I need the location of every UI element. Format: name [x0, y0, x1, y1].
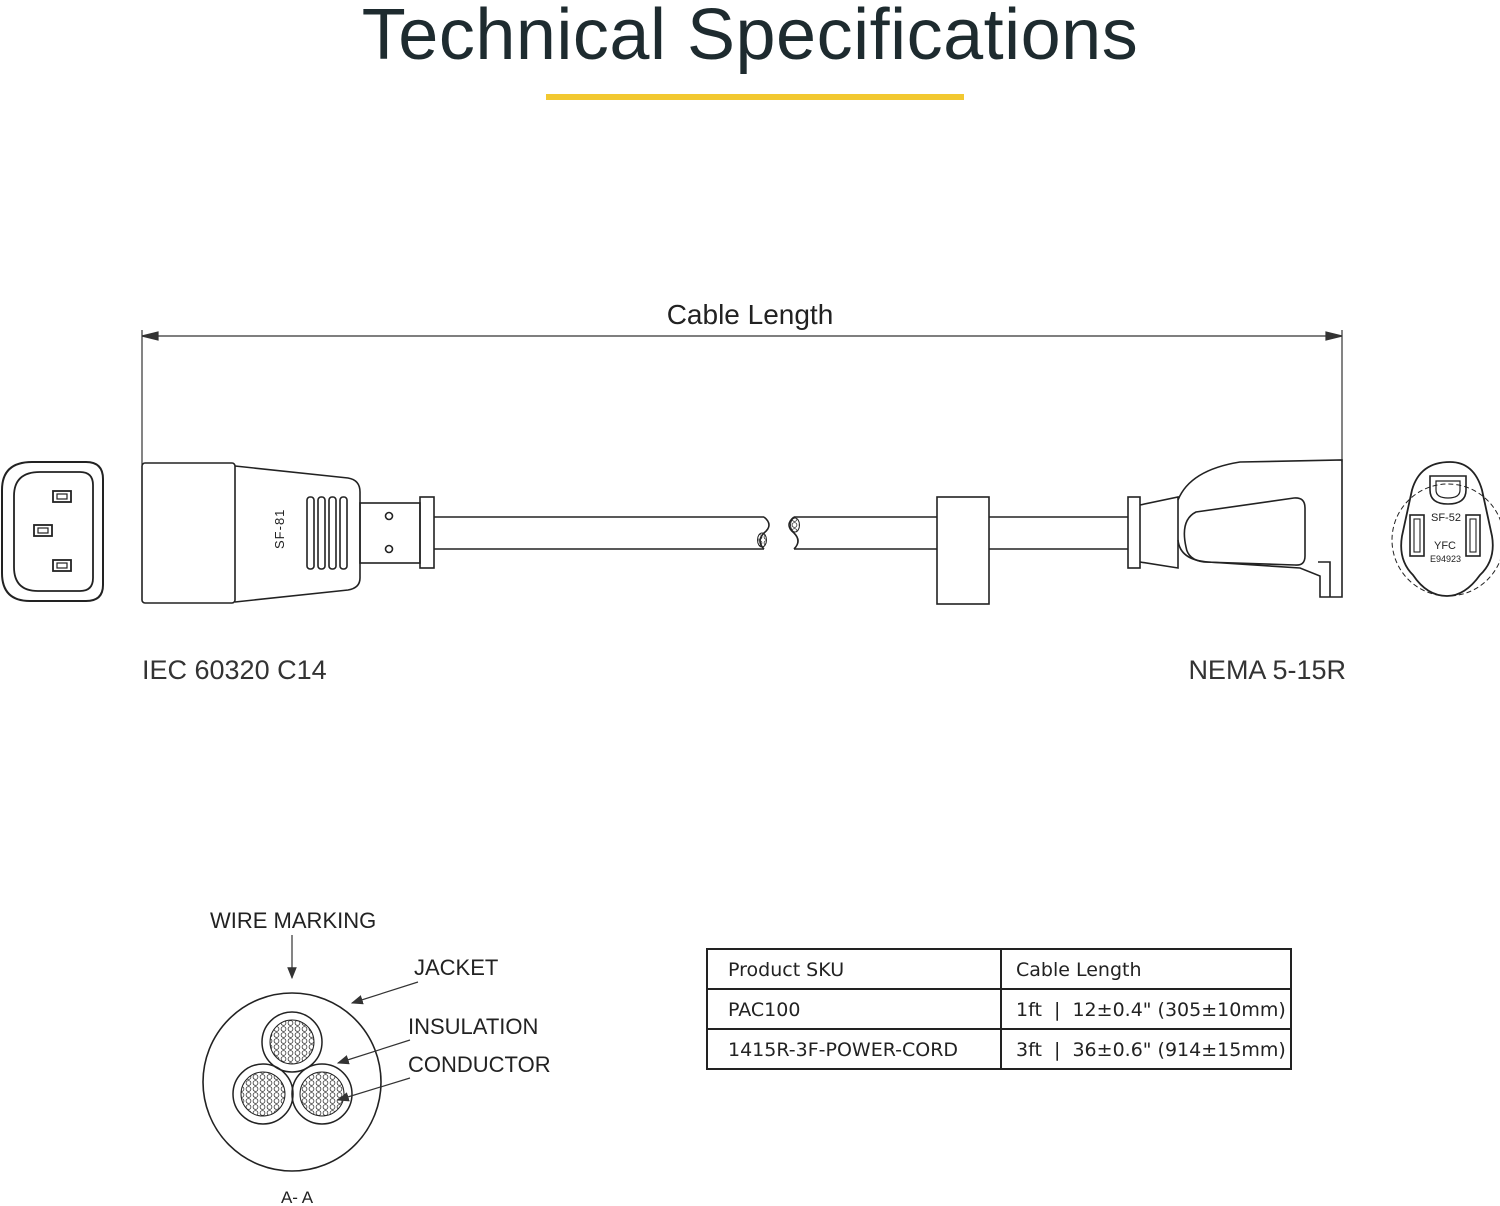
table-cell-length: 1ft | 12±0.4" (305±10mm): [1000, 988, 1292, 1030]
left-connector-name: IEC 60320 C14: [142, 655, 327, 685]
nema-plug-body: [1127, 459, 1343, 598]
spec-table: Product SKU Cable Length PAC100 1ft | 12…: [706, 948, 1292, 1070]
cable-right-segment: [788, 496, 1128, 605]
label-insulation: INSULATION: [408, 1014, 538, 1039]
label-jacket: JACKET: [414, 955, 498, 980]
table-cell-length: 3ft | 36±0.6" (914±15mm): [1000, 1028, 1292, 1070]
cross-section-leaders: [287, 935, 419, 1102]
c14-face-icon: [1, 461, 104, 602]
table-cell-sku: PAC100: [706, 988, 1002, 1030]
label-wire-marking: WIRE MARKING: [210, 908, 376, 933]
length-ft: 3ft: [1016, 1039, 1042, 1061]
nema-marking-3: E94923: [1430, 554, 1461, 564]
table-header-sku: Product SKU: [706, 948, 1002, 990]
section-label: A- A: [281, 1188, 314, 1206]
table-header-length: Cable Length: [1000, 948, 1292, 990]
dimension-line: [141, 330, 1343, 465]
c14-molding-marking: SF-81: [272, 509, 287, 549]
nema-marking-1: SF-52: [1431, 512, 1461, 524]
c14-plug-body: [141, 462, 435, 604]
title-underline: [546, 94, 964, 100]
dimension-label: Cable Length: [667, 299, 834, 330]
length-ft: 1ft: [1016, 999, 1042, 1021]
length-detail: 36±0.6" (914±15mm): [1072, 1039, 1286, 1061]
length-detail: 12±0.4" (305±10mm): [1072, 999, 1286, 1021]
nema-marking-2: YFC: [1434, 540, 1456, 552]
page-title: Technical Specifications: [361, 0, 1139, 75]
label-conductor: CONDUCTOR: [408, 1052, 551, 1077]
cable-cross-section: [202, 992, 382, 1172]
table-row: 1415R-3F-POWER-CORD 3ft | 36±0.6" (914±1…: [706, 1028, 1292, 1070]
cable-left-segment: [434, 516, 770, 550]
table-header-row: Product SKU Cable Length: [706, 948, 1292, 990]
nema-face-icon: [1391, 461, 1500, 597]
table-cell-sku: 1415R-3F-POWER-CORD: [706, 1028, 1002, 1070]
right-connector-name: NEMA 5-15R: [1188, 655, 1346, 685]
table-row: PAC100 1ft | 12±0.4" (305±10mm): [706, 988, 1292, 1030]
